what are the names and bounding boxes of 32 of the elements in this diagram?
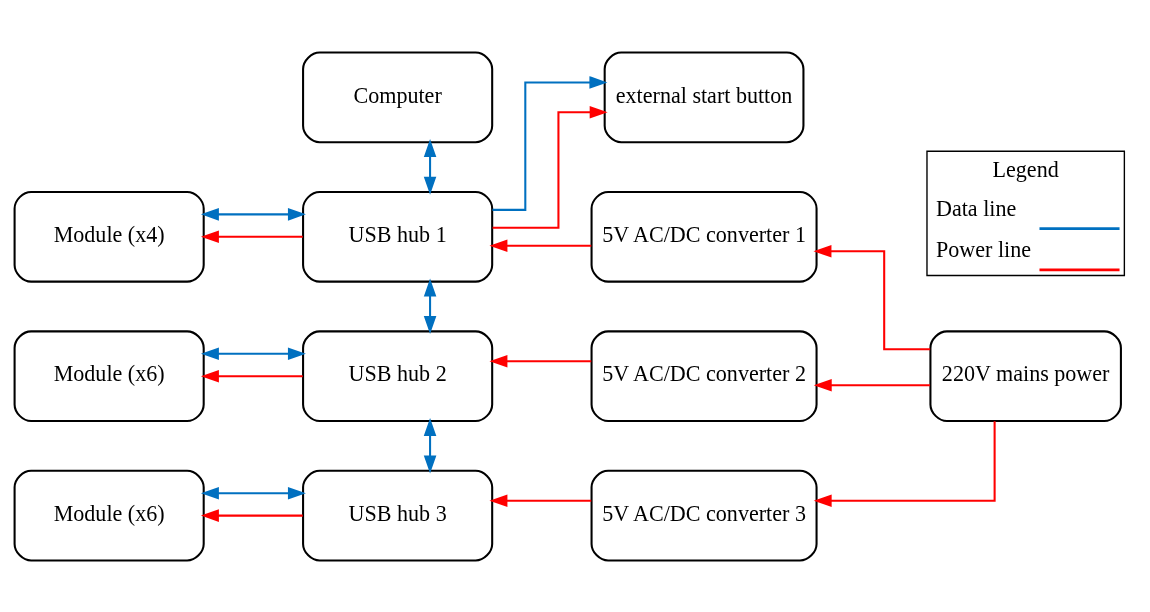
- legend-label: Data line: [935, 195, 1017, 221]
- arrow: [200, 508, 303, 522]
- node-box: 5V AC/DC converter 1: [590, 190, 818, 283]
- arrow: [200, 207, 306, 221]
- node-box: 220V mains power: [929, 329, 1122, 422]
- arrow: [813, 378, 931, 391]
- arrow: [200, 230, 303, 243]
- arrow: [813, 244, 931, 350]
- arrow: [813, 420, 996, 507]
- node-box: external start button: [603, 51, 805, 143]
- node-box: Module (x6): [13, 469, 205, 561]
- legend-label: Power line: [935, 236, 1031, 262]
- node-box: 5V AC/DC converter 3: [590, 469, 818, 561]
- node-box: USB hub 3: [302, 469, 494, 561]
- arrow: [200, 347, 306, 360]
- node-box: Computer: [302, 51, 494, 143]
- arrow: [492, 75, 608, 211]
- arrow: [492, 105, 608, 229]
- arrow: [423, 138, 437, 195]
- arrow: [423, 417, 437, 473]
- node-box: Module (x6): [13, 329, 205, 422]
- node-box: 5V AC/DC converter 2: [590, 329, 818, 422]
- node-box: Module (x4): [13, 190, 205, 283]
- arrow: [489, 238, 592, 252]
- arrow: [489, 493, 592, 507]
- arrow: [200, 369, 303, 382]
- node-box: USB hub 1: [302, 190, 494, 283]
- arrow: [423, 278, 437, 334]
- label: Legend: [992, 156, 1059, 182]
- node-box: USB hub 2: [302, 329, 494, 422]
- arrow: [200, 486, 306, 499]
- arrow: [489, 354, 592, 368]
